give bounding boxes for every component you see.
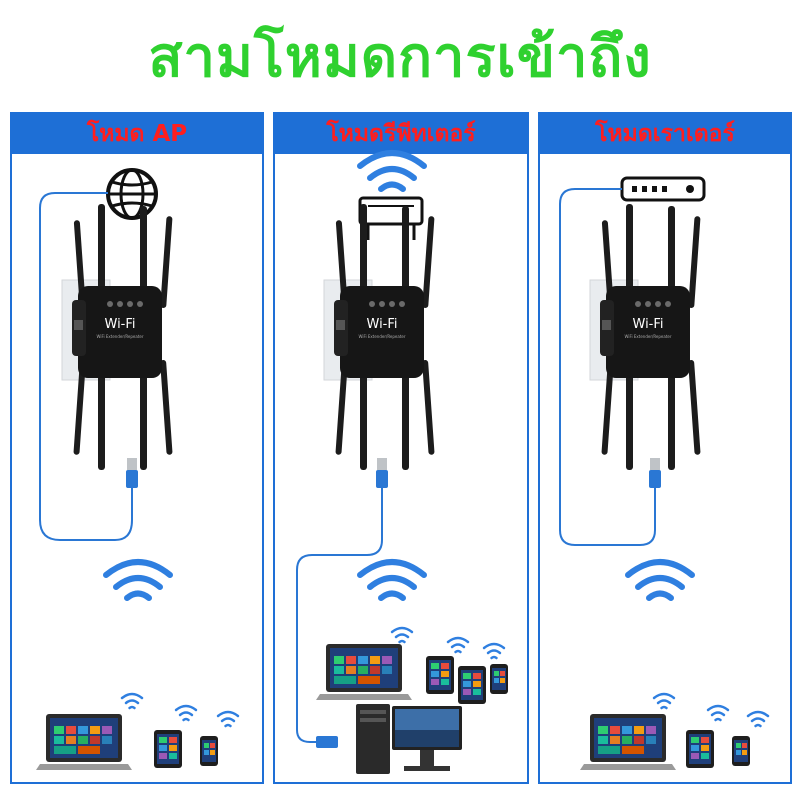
router-mode-panel: โหมดเราเตอร์ (538, 112, 792, 784)
repeater-mode-panel: โหมดรีพีทเตอร์ (273, 112, 529, 784)
repeater-mode-header: โหมดรีพีทเตอร์ (275, 114, 527, 154)
router-mode-header: โหมดเราเตอร์ (540, 114, 790, 154)
ap-mode-panel: โหมด AP (10, 112, 264, 784)
ap-mode-header: โหมด AP (12, 114, 262, 154)
page-title: สามโหมดการเข้าถึง (148, 25, 652, 90)
